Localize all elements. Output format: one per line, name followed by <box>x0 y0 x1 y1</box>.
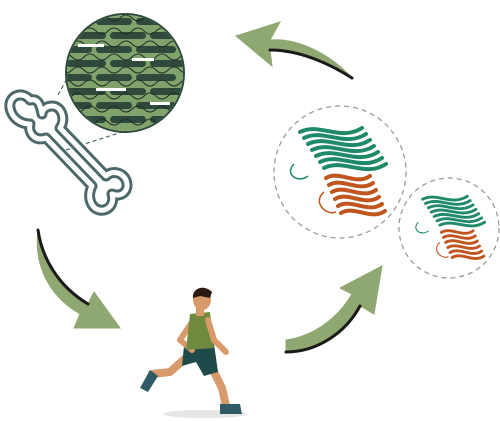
protein-structure-icon <box>289 126 388 217</box>
bone-icon <box>4 89 133 216</box>
collagen-fiber-icon <box>65 13 185 133</box>
running-person-icon <box>140 287 247 418</box>
cycle-arrow-left <box>36 228 121 329</box>
protein-large-group <box>273 105 407 239</box>
protein-small-group <box>398 177 500 279</box>
dashed-circle-small <box>398 177 500 279</box>
protein-structure-icon <box>415 194 486 260</box>
cycle-arrow-right <box>284 265 383 354</box>
dashed-circle-large <box>273 105 407 239</box>
cycle-arrow-top <box>234 21 354 80</box>
